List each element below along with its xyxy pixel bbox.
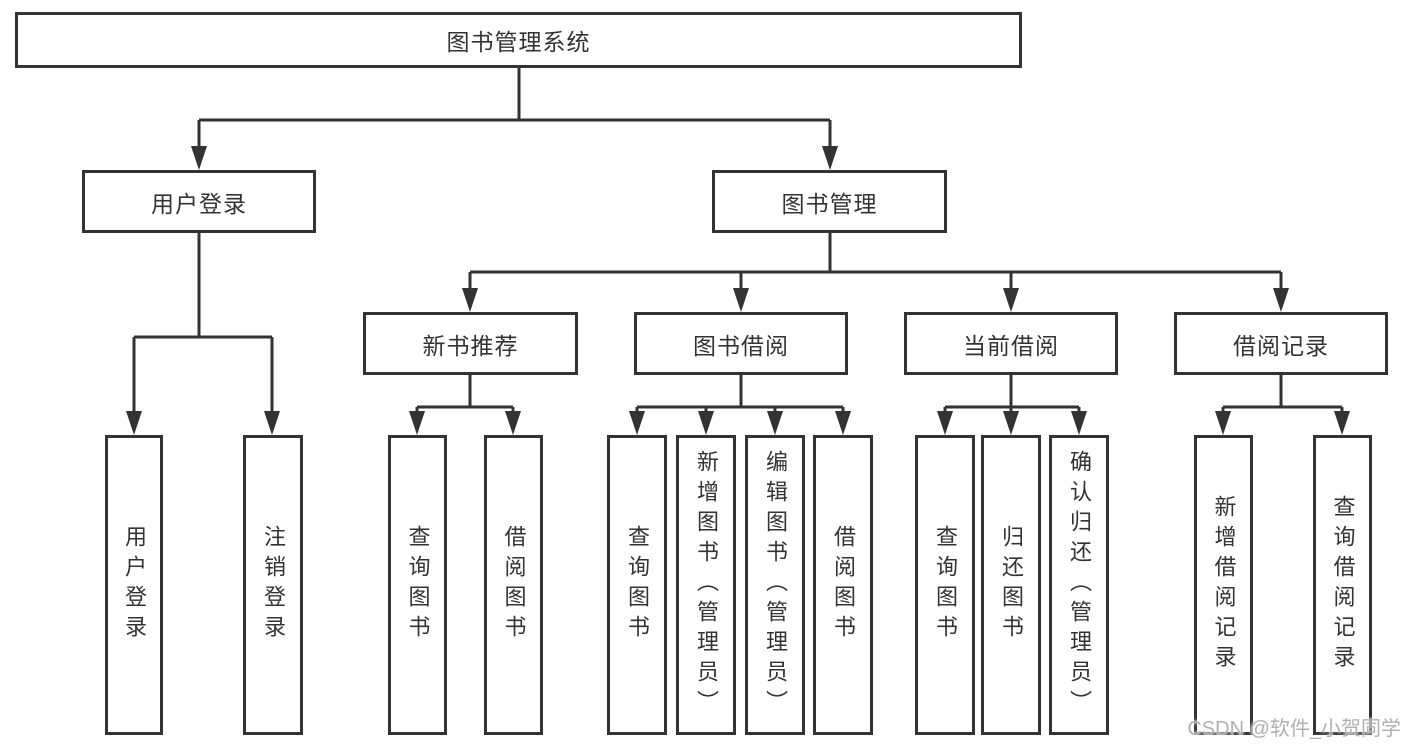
leaf-label: 借阅图书 [831,525,856,645]
leaf-label: 新增借阅记录 [1211,495,1237,675]
leaf-query-books: 查询图书 [915,435,975,735]
leaf-label: 编辑图书（管理员） [763,450,788,720]
node-current-borrow: 当前借阅 [904,312,1118,375]
connector-borrow-to-leaves [629,375,851,435]
node-book-management: 图书管理 [712,170,947,233]
leaf-confirm-return-admin: 确认归还（管理员） [1049,435,1109,735]
leaf-borrow-books: 借阅图书 [484,435,543,735]
connector-current-to-leaves [937,375,1087,435]
leaf-add-borrow-record: 新增借阅记录 [1194,435,1253,735]
node-label: 图书管理 [781,190,878,217]
node-book-borrow: 图书借阅 [634,312,848,375]
node-label: 当前借阅 [963,332,1059,359]
node-new-book-recommend: 新书推荐 [363,312,578,375]
connector-recommend-to-leaves [409,375,521,435]
node-label: 借阅记录 [1233,332,1329,359]
leaf-label: 归还图书 [999,525,1024,645]
leaf-label: 查询借阅记录 [1330,495,1356,675]
leaf-user-login: 用户登录 [105,435,163,735]
leaf-add-books-admin: 新增图书（管理员） [676,435,736,735]
leaf-logout-login: 注销登录 [243,435,303,735]
leaf-label: 新增图书（管理员） [694,450,719,720]
leaf-label: 确认归还（管理员） [1067,450,1092,720]
leaf-query-books: 查询图书 [607,435,667,735]
connector-records-to-leaves [1215,375,1350,435]
leaf-label: 注销登录 [261,525,286,645]
leaf-query-borrow-record: 查询借阅记录 [1313,435,1372,735]
leaf-edit-books-admin: 编辑图书（管理员） [745,435,805,735]
connector-manage-to-level3 [462,233,1289,312]
leaf-label: 查询图书 [933,525,958,645]
leaf-label: 借阅图书 [501,525,527,645]
leaf-label: 查询图书 [405,525,431,645]
leaf-borrow-books: 借阅图书 [813,435,873,735]
connector-root-to-level2 [191,68,838,170]
leaf-return-books: 归还图书 [981,435,1041,735]
node-library-management-system: 图书管理系统 [15,12,1022,68]
node-label: 图书借阅 [693,332,789,359]
leaf-label: 查询图书 [625,525,650,645]
leaf-query-books: 查询图书 [388,435,447,735]
node-label: 用户登录 [151,190,247,217]
node-label: 图书管理系统 [446,29,591,55]
node-borrow-records: 借阅记录 [1174,312,1388,375]
node-user-login: 用户登录 [82,170,316,233]
connector-login-to-leaves [126,233,280,435]
csdn-watermark: CSDN @软件_小贺同学 [1187,718,1401,740]
node-label: 新书推荐 [422,332,519,359]
leaf-label: 用户登录 [122,525,147,645]
